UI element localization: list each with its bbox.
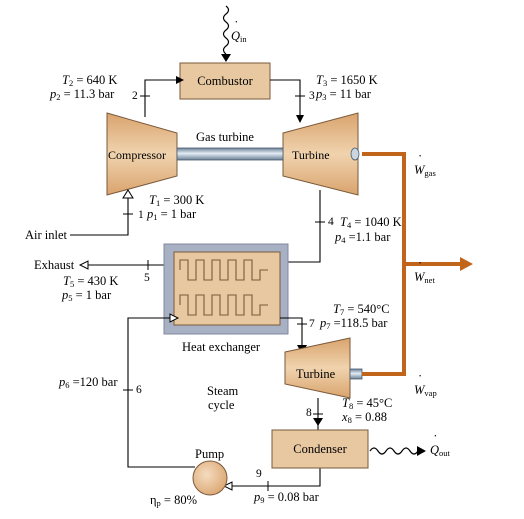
- state-point-7: 7: [309, 318, 315, 330]
- gas-turbine-caption: Gas turbine: [196, 130, 254, 144]
- steam-turbine-label: Turbine: [296, 367, 336, 381]
- q-out-label: Qout: [430, 434, 450, 457]
- gas-turbine-body: [282, 112, 359, 196]
- steam-cycle-label-2: cycle: [208, 398, 235, 412]
- condenser-label: Condenser: [293, 442, 347, 456]
- air-inlet-label: Air inlet: [25, 228, 68, 242]
- pump-efficiency: ηp = 80%: [150, 493, 198, 508]
- state-point-9: 9: [256, 468, 262, 480]
- steam-cycle-label-1: Steam: [207, 384, 239, 398]
- gas-flow-lines: [70, 79, 321, 266]
- w-gas-label: Wgas: [414, 154, 436, 177]
- gas-flow-arrowheads: [78, 76, 304, 270]
- combustor-label: Combustor: [197, 74, 253, 88]
- state-point-5: 5: [144, 272, 150, 284]
- pump-body: [192, 460, 228, 496]
- exhaust-label: Exhaust: [34, 258, 75, 272]
- state-ticks-gas: [123, 95, 325, 270]
- shaft-end-cap: [350, 147, 360, 161]
- state-8-quality: x8 = 0.88: [342, 410, 387, 425]
- state-point-3: 3: [309, 90, 315, 102]
- q-in-arrow: [221, 5, 231, 62]
- compressor-body: [106, 112, 178, 196]
- state-5-pressure: p5 = 1 bar: [62, 288, 112, 303]
- w-vap-label: Wvap: [414, 374, 437, 397]
- q-out-arrow: [369, 446, 426, 456]
- state-5-temperature: T5 = 430 K: [63, 274, 119, 289]
- state-point-2: 2: [132, 90, 138, 102]
- state-3-temperature: T3 = 1650 K: [316, 73, 378, 88]
- state-point-1: 1: [138, 209, 144, 221]
- steam-turbine-body: [284, 337, 351, 399]
- state-4-temperature: T4 = 1040 K: [340, 215, 402, 230]
- compressor-label: Compressor: [108, 148, 166, 162]
- state-point-4: 4: [328, 216, 334, 228]
- condenser-box: [271, 429, 369, 469]
- state-4-pressure: p4 =1.1 bar: [335, 230, 391, 245]
- state-6-pressure: p6 =120 bar: [59, 375, 118, 390]
- q-in-label: Qin: [231, 20, 247, 43]
- state-7-pressure: p7 =118.5 bar: [320, 316, 388, 331]
- state-2-pressure: p2 = 11.3 bar: [50, 87, 115, 102]
- steam-turbine-shaft: [349, 368, 363, 380]
- w-net-label: Wnet: [414, 261, 435, 284]
- work-lines: [362, 152, 462, 376]
- heat-exchanger-core: [173, 251, 281, 326]
- state-point-8: 8: [306, 407, 312, 419]
- w-net-arrowhead: [460, 257, 473, 271]
- state-1-pressure: p1 = 1 bar: [147, 207, 197, 222]
- state-9-pressure: p9 = 0.08 bar: [254, 490, 319, 505]
- gas-turbine-shaft: [176, 147, 284, 161]
- state-ticks-steam: [123, 323, 323, 491]
- state-8-temperature: T8 = 45°C: [342, 396, 393, 411]
- heat-exchanger-label: Heat exchanger: [182, 340, 261, 354]
- state-1-temperature: T1 = 300 K: [149, 193, 205, 208]
- state-2-temperature: T2 = 640 K: [62, 73, 118, 88]
- gas-turbine-label: Turbine: [292, 148, 330, 162]
- state-point-6: 6: [136, 384, 142, 396]
- heat-exchanger-coil: [179, 259, 268, 316]
- state-7-temperature: T7 = 540°C: [333, 302, 390, 317]
- pump-label: Pump: [195, 447, 225, 461]
- state-3-pressure: p3 = 11 bar: [316, 87, 371, 102]
